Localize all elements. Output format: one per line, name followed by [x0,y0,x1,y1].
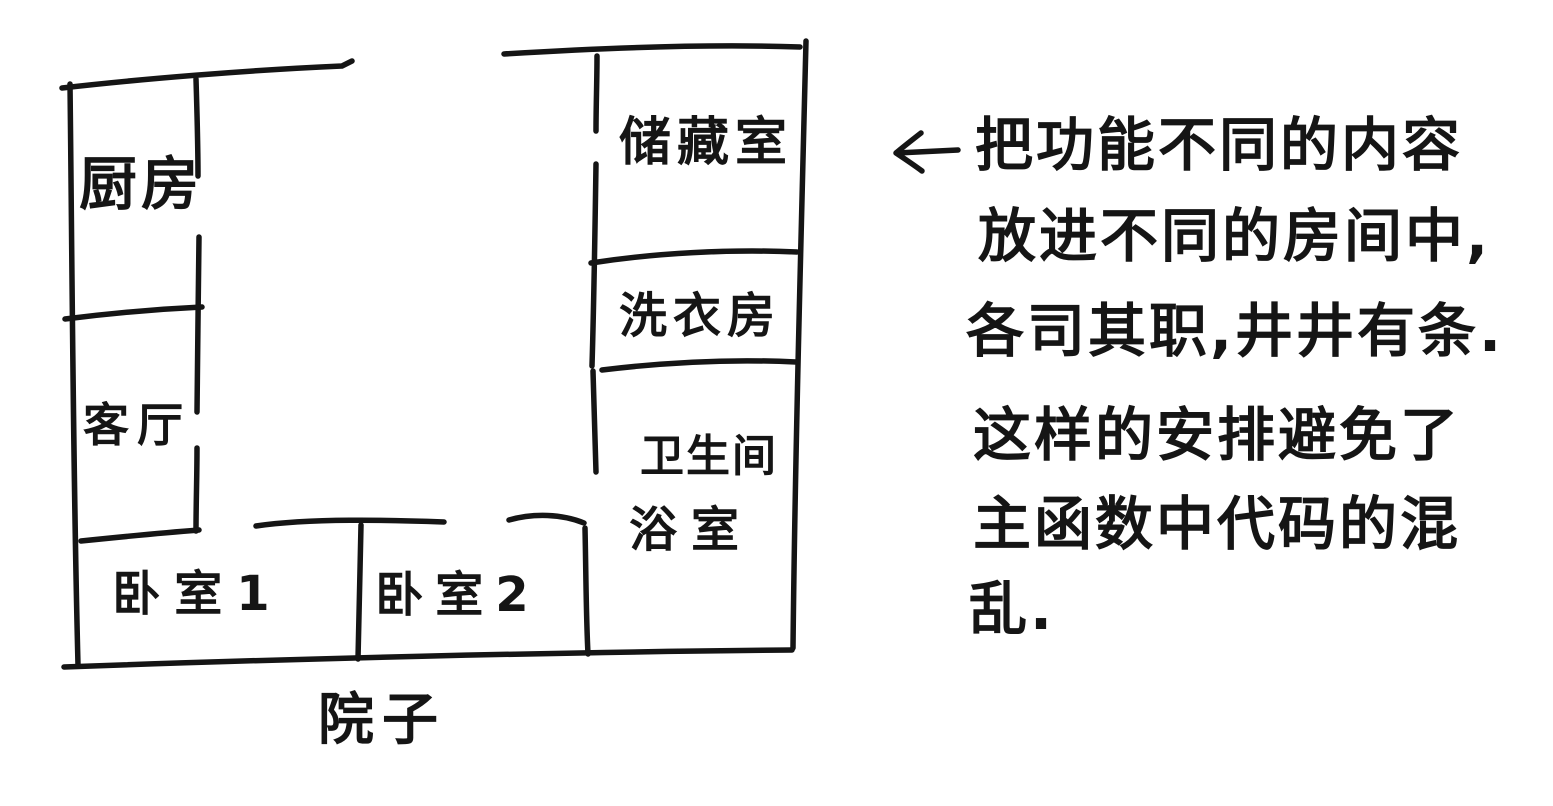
wall-right-outer [790,38,809,651]
wall-left-outer [67,81,81,668]
room-label-storage-room: 储藏室 [618,113,794,173]
annotation-line-4: 这样的安排避免了 [973,401,1462,469]
wall-bottom [61,647,795,670]
room-label-bathroom-line-2: 浴室 [628,502,754,558]
left-arrow-shaft [894,147,961,156]
room-label-living-room: 客厅 [83,398,191,452]
wall-top-left [59,58,355,91]
wall-bedroom-divider [355,522,364,662]
wall-living-bottom [78,527,202,544]
annotation-line-2: 放进不同的房间中, [978,202,1492,270]
room-label-kitchen: 厨房 [78,150,204,218]
wall-kitchen-right-upper [193,76,201,179]
room-label-courtyard: 院子 [318,688,446,753]
annotation-line-3: 各司其职,井井有条. [966,297,1505,365]
room-label-bedroom-1: 卧室1 [112,566,284,622]
left-arrow-icon [893,130,961,174]
wall-top-right [501,43,803,57]
wall-storage-left-upper [593,53,600,134]
room-label-laundry-room: 洗衣房 [618,288,782,344]
annotation-line-6: 乱. [969,575,1056,643]
wall-bedroom2-right [582,525,591,657]
annotation-line-1: 把功能不同的内容 [975,111,1464,179]
wall-living-right-lower [193,445,200,534]
wall-kitchen-right-mid [194,234,202,415]
wall-rightcol-left [589,161,599,369]
wall-bedroom2-top-right [506,512,587,526]
wall-bedrooms-top-left [253,517,447,529]
wall-kitchen-living-divider [62,304,205,322]
annotation-line-5: 主函数中代码的混 [973,490,1462,558]
room-label-bathroom-line-1: 卫生间 [640,431,778,482]
left-arrow-head [893,130,925,174]
room-label-bedroom-2: 卧室2 [375,567,541,623]
wall-laundry-bath-divider [599,358,799,373]
wall-bathroom-left [590,368,599,475]
wall-storage-laundry-divider [588,248,800,266]
